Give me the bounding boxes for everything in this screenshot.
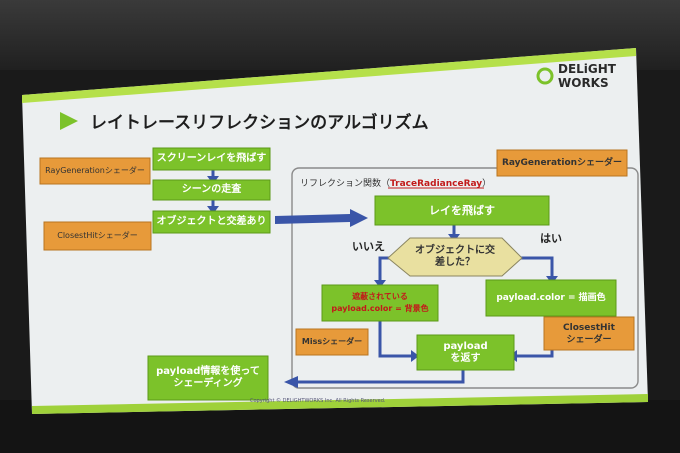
hit-box: payload.color = 描画色 [496, 293, 606, 303]
yes-label: はい [540, 232, 562, 245]
caption-suffix: ） [482, 179, 492, 189]
step-screen-ray: スクリーンレイを飛ばす [156, 153, 267, 164]
slide-bottom-accent [32, 394, 648, 414]
logo-line2: WORKS [558, 76, 609, 90]
to-panel-arrow [275, 209, 368, 227]
miss-line1: 遮蔽されている [352, 292, 408, 301]
caption-function-name: TraceRadianceRay [390, 179, 483, 189]
decision-diamond [387, 237, 523, 277]
title-play-icon [60, 112, 78, 130]
step-shading-line1: payload情報を使って [156, 366, 260, 377]
closesthit-line2: シェーダー [566, 334, 612, 345]
slide-surface [22, 48, 648, 414]
step-scene-traverse: シーンの走査 [181, 184, 242, 195]
left-closesthit-shader: ClosestHitシェーダー [57, 231, 138, 240]
miss-shader: Missシェーダー [301, 337, 363, 346]
right-raygen-shader: RayGenerationシェーダー [501, 158, 623, 168]
no-label: いいえ [352, 240, 385, 253]
decision-text: オブジェクトに交 差した？ [405, 240, 505, 274]
decision-line2: 差した？ [435, 257, 475, 268]
return-line1: payload [443, 340, 488, 352]
slide-footer: Copyright © DELiGHTWORKS Inc. All Rights… [250, 398, 386, 404]
miss-line2: payload.color = 背景色 [331, 304, 429, 313]
step-shading-line2: シェーディング [173, 378, 243, 389]
cast-ray-box: レイを飛ばす [429, 203, 495, 217]
return-payload-box: payload を返す [417, 335, 514, 370]
logo-line1: DELiGHT [558, 62, 616, 76]
logo-mark-icon [536, 67, 554, 85]
caption-prefix: リフレクション関数（ [300, 179, 391, 189]
closesthit-line1: ClosestHit [563, 322, 615, 333]
left-raygen-shader: RayGenerationシェーダー [45, 166, 145, 175]
slide-title: レイトレースリフレクションのアルゴリズム [90, 113, 429, 133]
decision-line1: オブジェクトに交 [415, 245, 495, 256]
slide-top-accent [22, 48, 636, 103]
panel-caption: リフレクション関数（TraceRadianceRay） [300, 176, 491, 189]
miss-box: 遮蔽されている payload.color = 背景色 [322, 285, 438, 321]
step-shading: payload情報を使って シェーディング [148, 356, 268, 400]
step-hit-object: オブジェクトと交差あり [156, 216, 267, 227]
closesthit-shader: ClosestHit シェーダー [544, 317, 634, 350]
return-line2: を返す [450, 352, 481, 364]
reflection-panel-border [291, 167, 639, 389]
